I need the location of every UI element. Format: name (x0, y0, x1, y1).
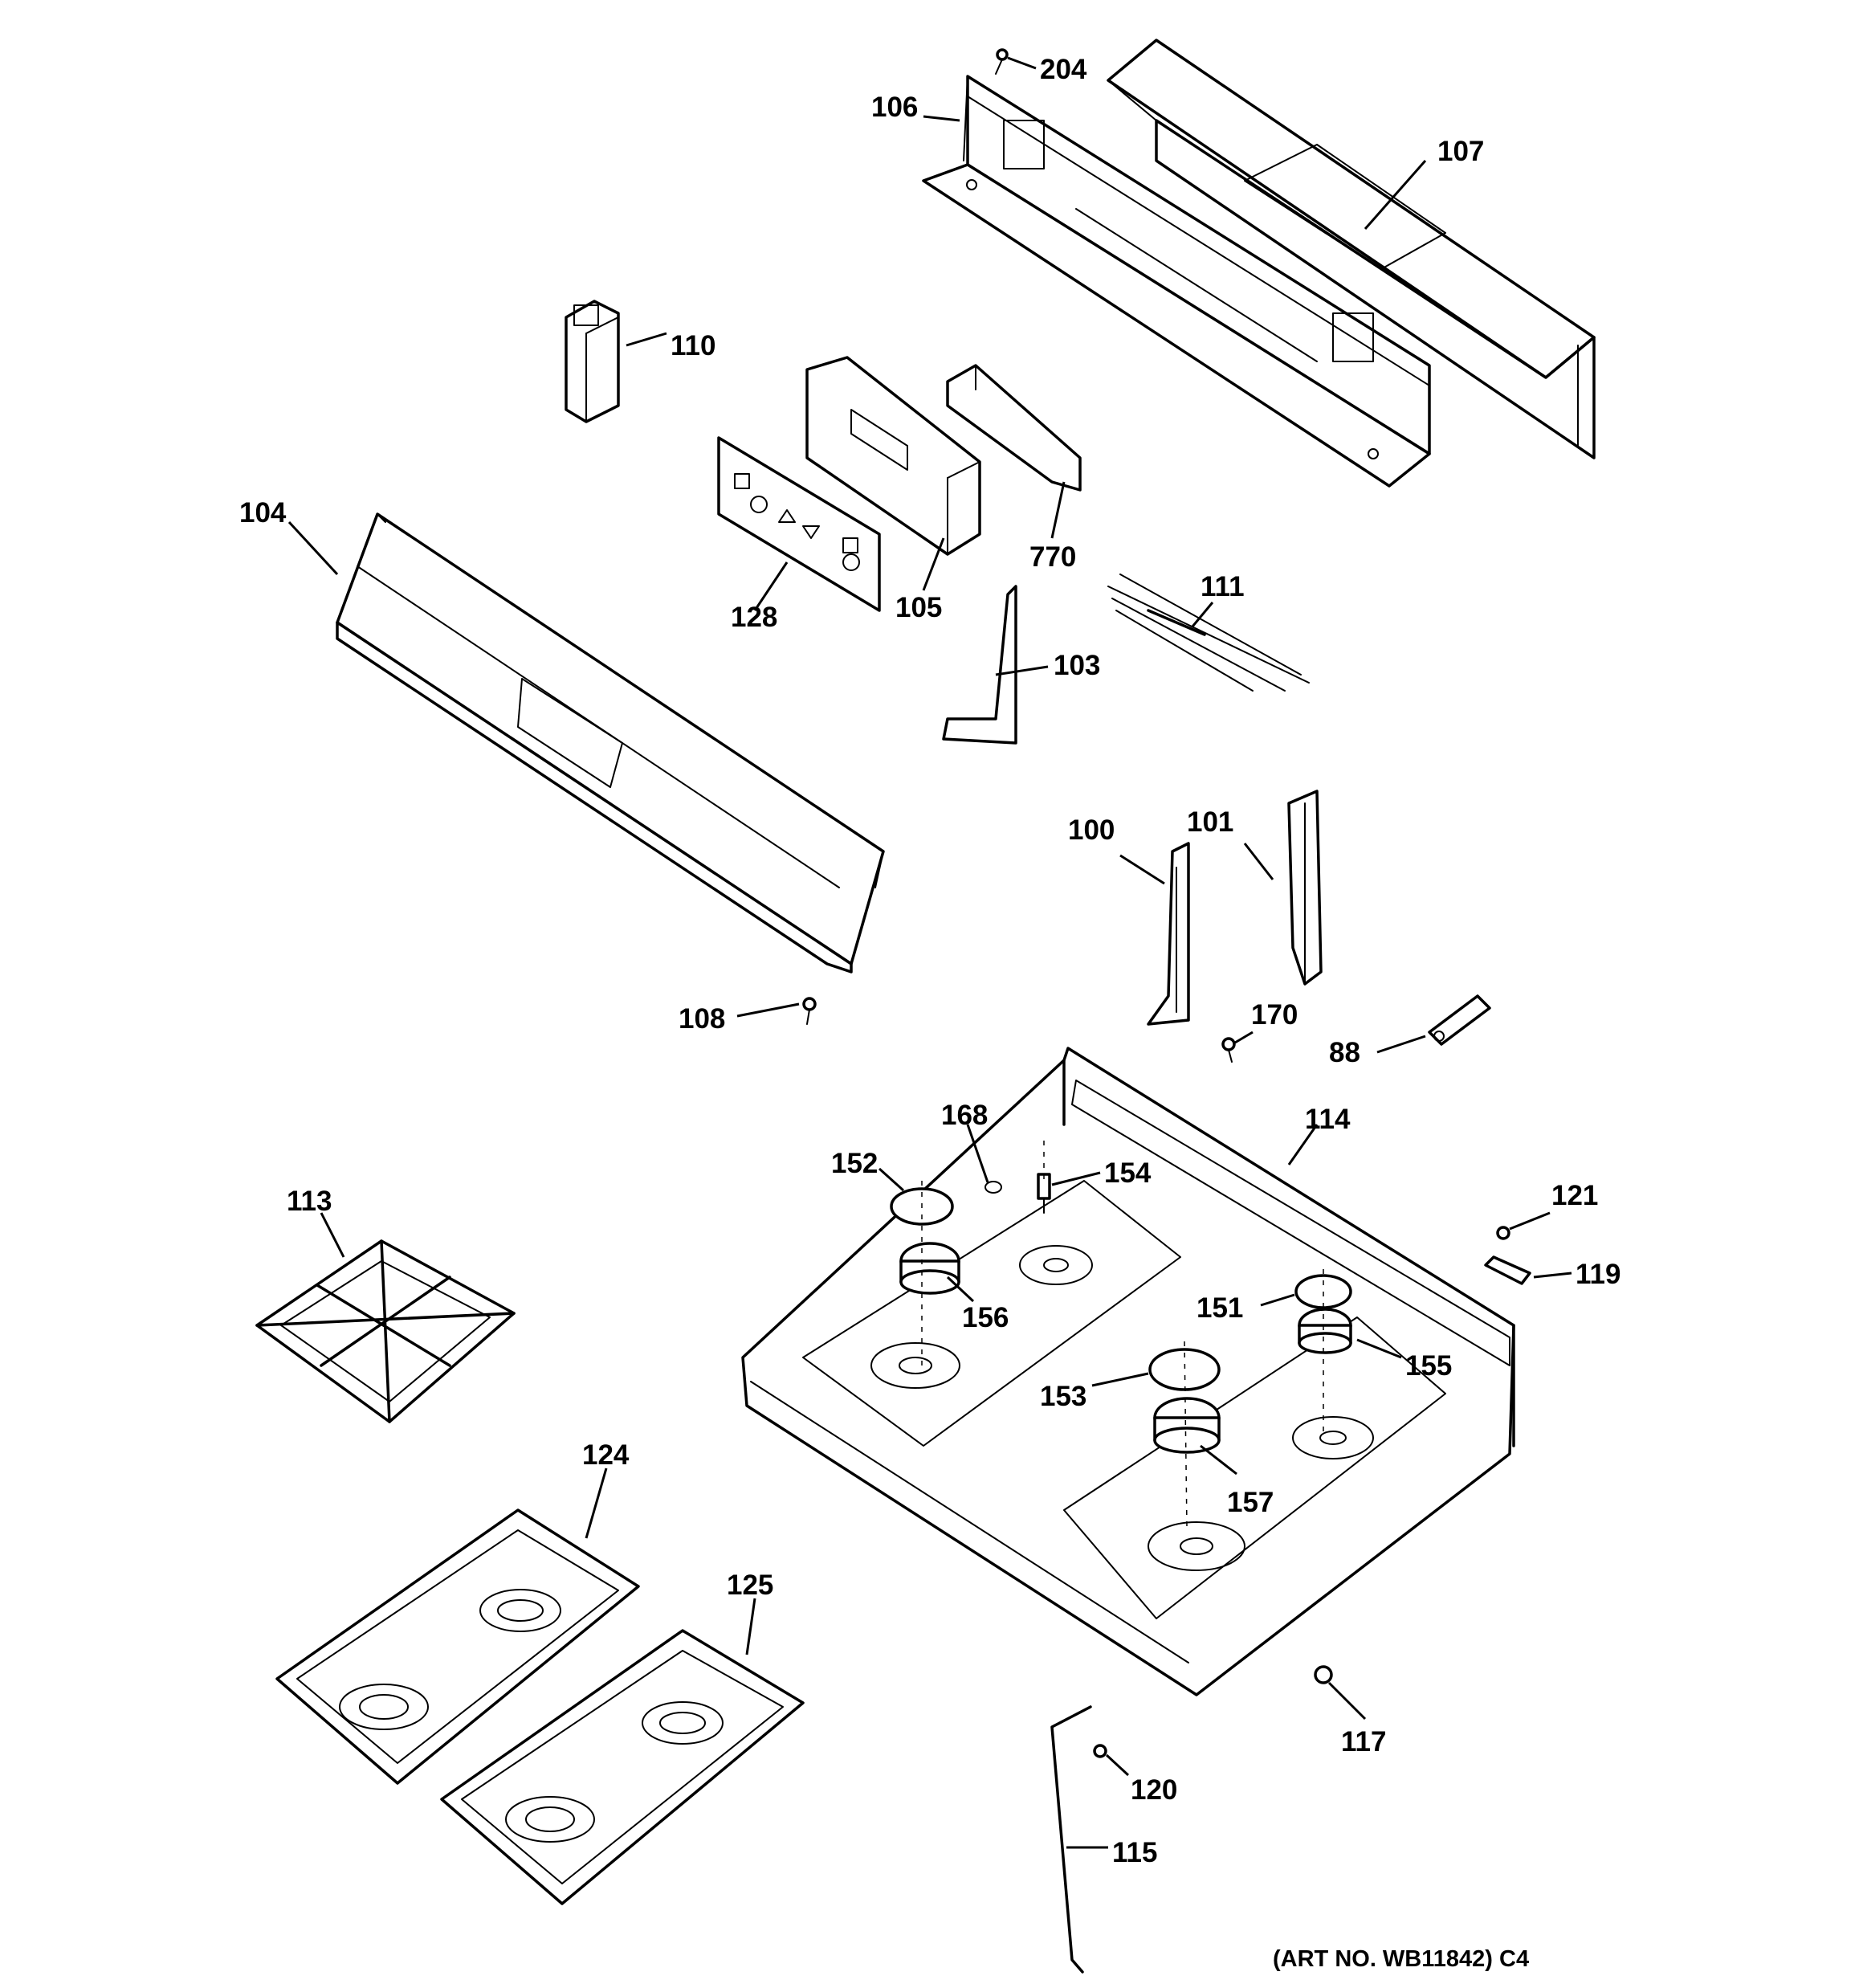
label-128: 128 (731, 602, 777, 633)
label-156: 156 (962, 1302, 1009, 1333)
label-104: 104 (239, 497, 287, 529)
label-154: 154 (1104, 1157, 1152, 1189)
label-107: 107 (1437, 136, 1484, 167)
label-106: 106 (871, 92, 918, 123)
part-119-bracket (1484, 1255, 1531, 1285)
label-170: 170 (1251, 999, 1298, 1031)
label-770: 770 (1029, 541, 1076, 573)
label-117: 117 (1341, 1726, 1386, 1757)
label-168: 168 (941, 1100, 988, 1131)
label-115: 115 (1112, 1837, 1157, 1868)
label-153: 153 (1040, 1381, 1086, 1412)
part-120-screw (1093, 1744, 1107, 1758)
label-125: 125 (727, 1570, 773, 1601)
label-157: 157 (1227, 1487, 1274, 1518)
part-110-component (565, 300, 620, 423)
label-204: 204 (1040, 54, 1087, 85)
part-128-overlay (717, 436, 881, 612)
part-204-screw (995, 48, 1009, 75)
part-101-bracket (1287, 790, 1323, 986)
part-88-small-piece (1428, 994, 1491, 1046)
part-108-screw (802, 997, 817, 1025)
assembly-lines (921, 1141, 1324, 1527)
label-103: 103 (1054, 650, 1100, 681)
part-114-cooktop (741, 1047, 1515, 1696)
part-117-nut (1314, 1665, 1333, 1684)
label-151: 151 (1196, 1292, 1243, 1324)
part-153-burner-cap (1148, 1348, 1221, 1391)
part-104-control-panel (336, 512, 885, 974)
label-120: 120 (1131, 1774, 1177, 1806)
label-100: 100 (1068, 814, 1115, 846)
label-105: 105 (895, 592, 942, 623)
part-105-control-board (805, 356, 981, 556)
part-156-burner-head (899, 1242, 960, 1295)
part-125-drip-pan (440, 1629, 805, 1905)
part-115-rod (1050, 1705, 1092, 1974)
part-168-clip (984, 1181, 1002, 1194)
part-113-grate (255, 1239, 516, 1423)
label-108: 108 (679, 1003, 725, 1035)
part-155-burner-head (1298, 1308, 1352, 1354)
part-107-back-trim (1107, 39, 1596, 459)
label-121: 121 (1551, 1180, 1598, 1211)
label-110: 110 (671, 330, 715, 361)
part-770-bracket (946, 364, 1082, 492)
part-103-bracket (942, 585, 1017, 745)
part-170-screw (1221, 1037, 1236, 1063)
art-number: (ART NO. WB11842) C4 (1273, 1946, 1529, 1972)
label-119: 119 (1576, 1259, 1620, 1290)
label-88: 88 (1329, 1037, 1360, 1068)
callout-labels: 204 106 107 110 104 128 105 770 111 103 … (239, 54, 1620, 1868)
label-111: 111 (1201, 571, 1245, 602)
label-101: 101 (1187, 806, 1233, 838)
label-152: 152 (831, 1148, 878, 1179)
label-155: 155 (1405, 1350, 1452, 1382)
part-111-wire-harness (1107, 574, 1310, 692)
part-106-back-panel (922, 75, 1431, 488)
label-114: 114 (1305, 1104, 1351, 1135)
part-157-burner-head (1153, 1397, 1221, 1454)
label-124: 124 (582, 1439, 630, 1471)
part-100-bracket (1147, 842, 1190, 1026)
part-124-drip-pan (275, 1508, 640, 1785)
part-121-screw (1496, 1226, 1510, 1240)
leader-lines (287, 56, 1572, 1849)
label-113: 113 (287, 1186, 332, 1217)
